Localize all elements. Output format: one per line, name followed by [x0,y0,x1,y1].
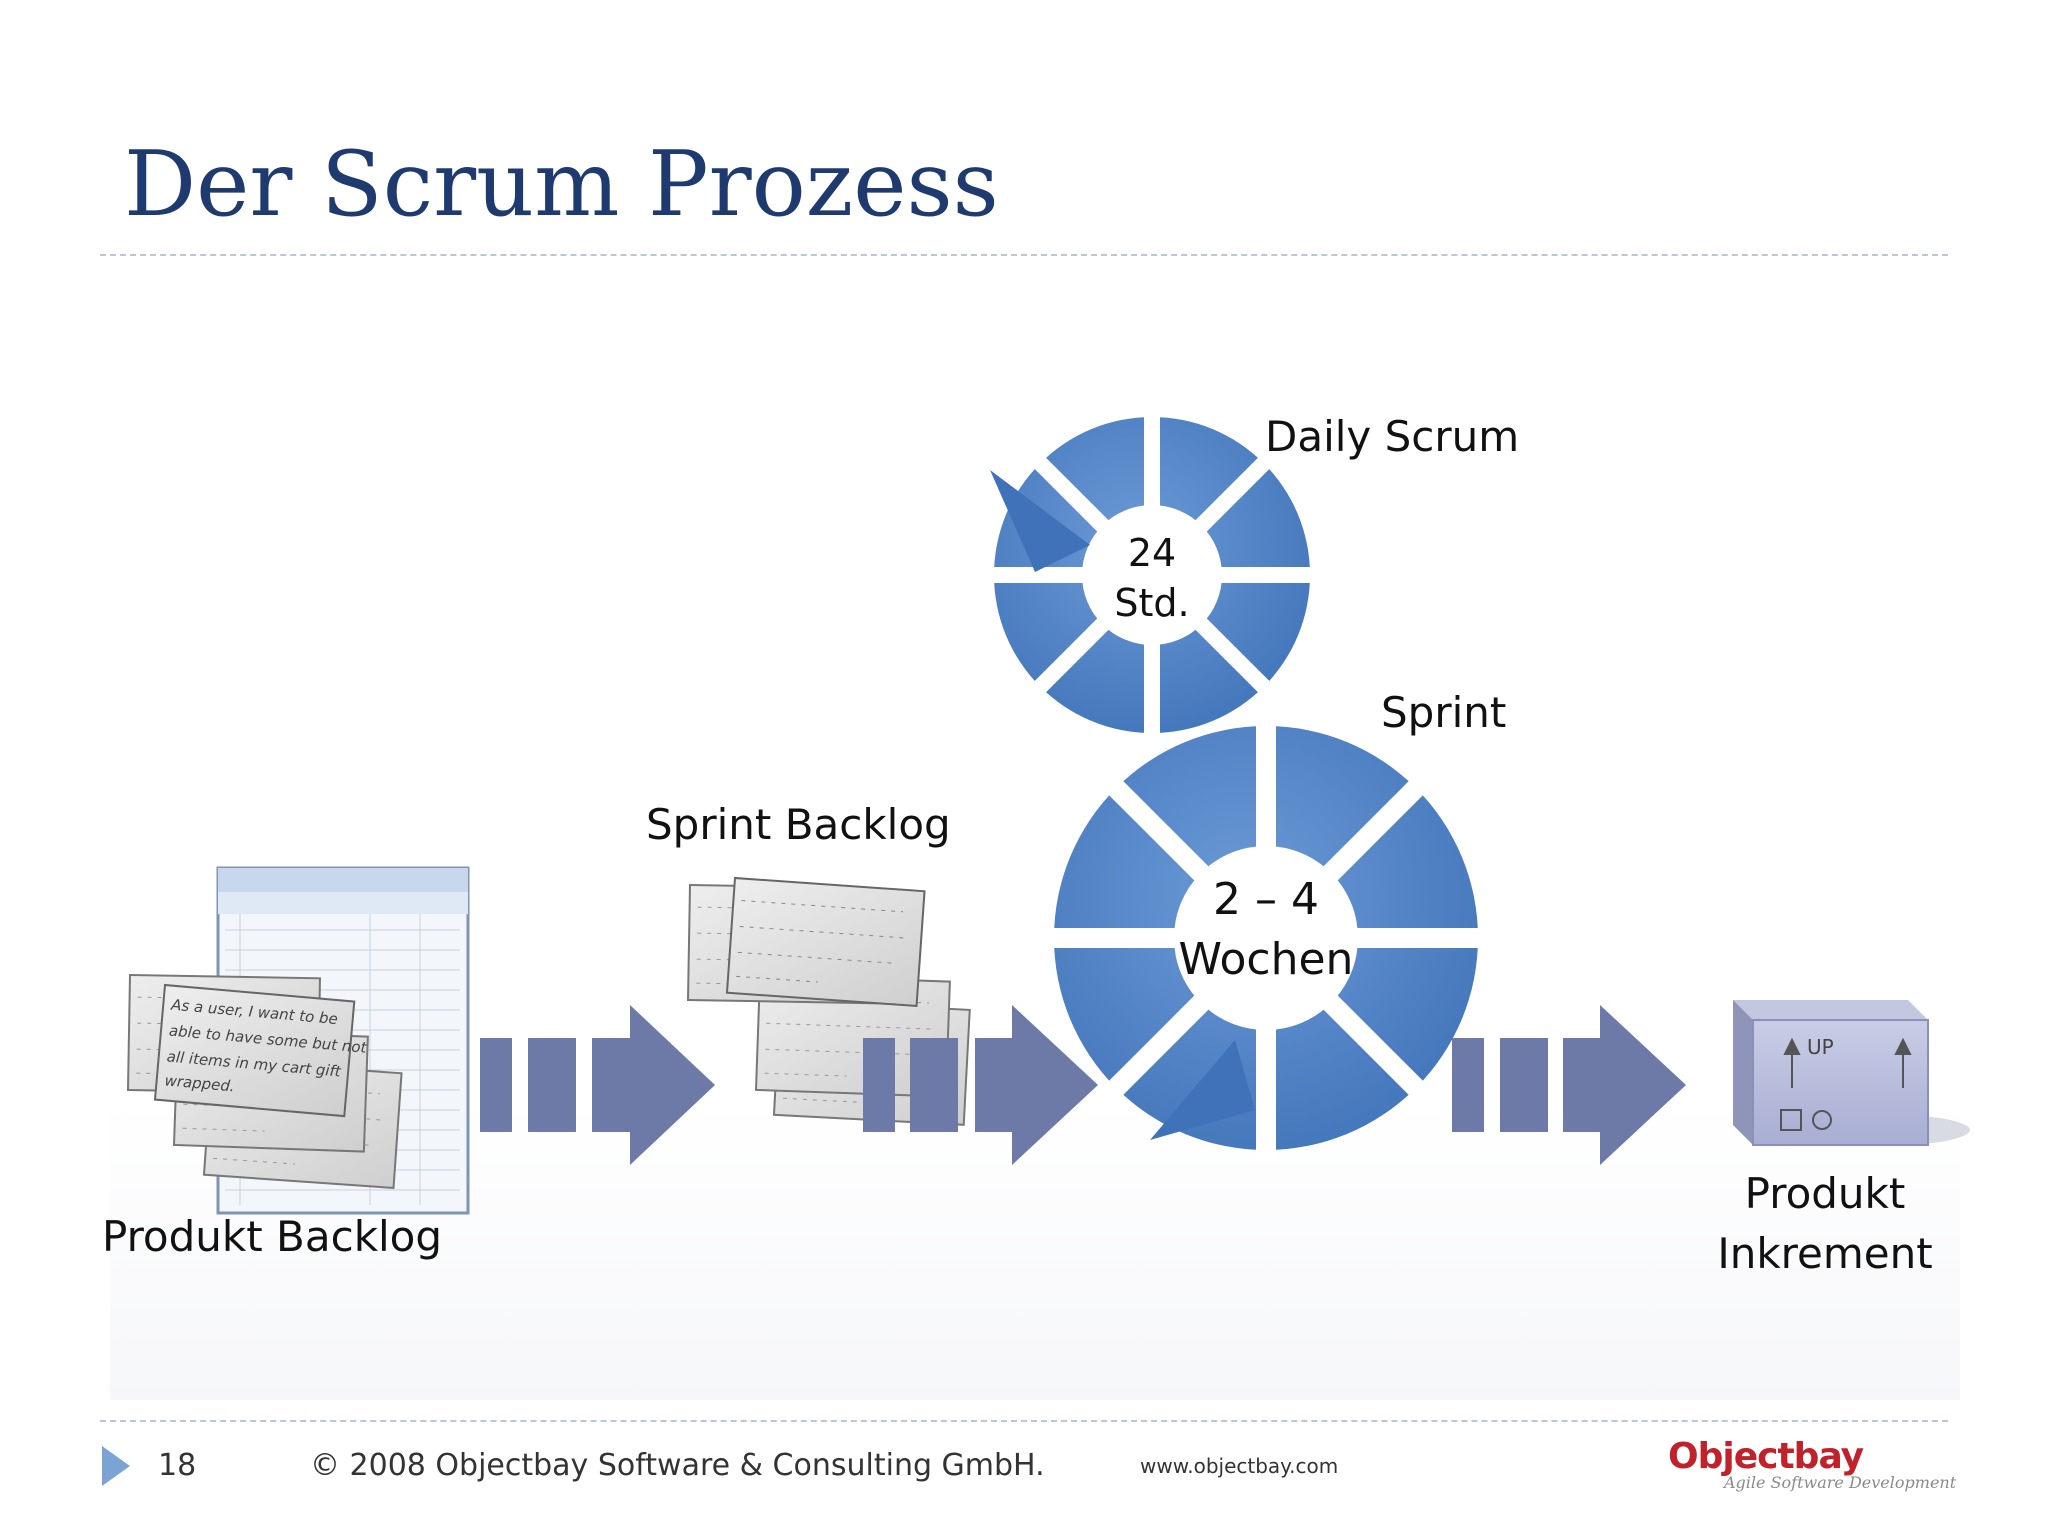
sprint-backlog-stack [686,876,971,1126]
daily-scrum-label: Daily Scrum [1265,412,1520,461]
produkt-backlog-label: Produkt Backlog [102,1212,443,1261]
copyright-text: © 2008 Objectbay Software & Consulting G… [310,1448,1045,1483]
info-icon [1812,1110,1832,1130]
sprint-cycle-arrowhead [1150,1040,1255,1140]
daily-scrum-duration-unit: Std. [1114,581,1190,625]
story-card-front: As a user, I want to be able to have som… [153,983,368,1118]
daily-cycle-arrowhead [990,470,1090,572]
daily-scrum-cycle [982,405,1322,745]
produkt-inkrement-label: Produkt Inkrement [1700,1164,1950,1284]
daily-scrum-duration-number: 24 [1127,531,1177,575]
sprint-duration-unit: Wochen [1178,934,1354,985]
website-url: www.objectbay.com [1140,1454,1339,1478]
flow-arrow-2 [863,1005,1098,1165]
daily-scrum-duration: 24 Std. [1072,528,1232,628]
objectbay-logo: Objectbay Agile Software Development [1668,1436,1968,1492]
slide-title: Der Scrum Prozess [124,132,999,237]
page-number: 18 [158,1448,197,1483]
produkt-inkrement-line-2: Inkrement [1717,1229,1933,1278]
flow-arrow-3 [1452,1005,1686,1165]
sprint-backlog-label: Sprint Backlog [646,800,951,849]
sprint-duration: 2 – 4 Wochen [1146,870,1386,990]
title-divider [100,254,1948,256]
produkt-inkrement-box: UP [1733,1000,1970,1146]
produkt-inkrement-line-1: Produkt [1744,1169,1906,1218]
flow-arrow-1 [480,1005,715,1165]
logo-wordmark: Objectbay [1668,1436,1864,1477]
sprint-label: Sprint [1381,688,1507,737]
slide-bullet-icon [102,1446,130,1486]
sprint-cycle [1043,715,1489,1160]
sprint-story-card [725,876,926,1008]
glass-icon [1780,1109,1802,1131]
box-up-label: UP [1807,1035,1834,1059]
footer-divider [100,1420,1948,1422]
logo-tagline: Agile Software Development [1724,1473,1957,1492]
sprint-duration-range: 2 – 4 [1213,874,1319,925]
produkt-backlog-stack: As a user, I want to be able to have som… [126,866,470,1215]
